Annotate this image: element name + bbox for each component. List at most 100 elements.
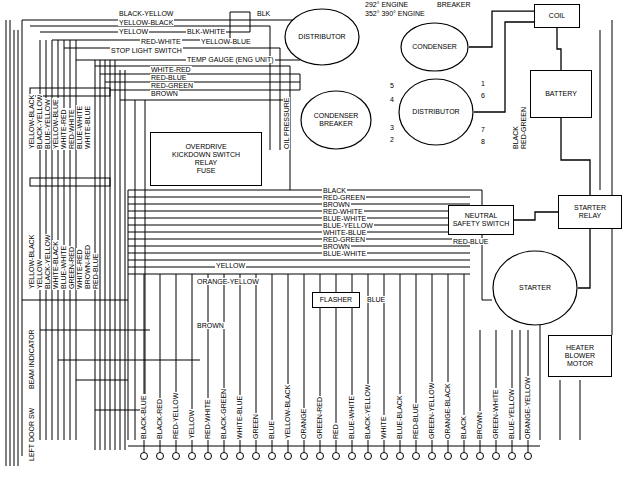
terminal <box>381 453 388 460</box>
component-label: DISTRIBUTOR <box>297 33 346 41</box>
safety-switch: NEUTRAL SAFETY SWITCH <box>448 205 514 235</box>
engine-note-label: 352° 390° ENGINE <box>364 10 426 17</box>
wire-color-label: WHITE-BLACK <box>52 240 59 290</box>
wire-color-label: BROWN <box>322 243 351 250</box>
terminal <box>173 453 180 460</box>
wire-color-label: GREEN-YELLOW <box>428 382 435 440</box>
terminal <box>237 453 244 460</box>
wire-color-label: ORANGE-YELLOW <box>196 278 260 285</box>
component-label: STARTER RELAY <box>561 204 619 220</box>
component-label: KICKDOWN SWITCH <box>171 151 241 159</box>
wire-color-label: YELLOW <box>215 262 246 269</box>
wire-color-label: WHITE-RED <box>150 66 192 73</box>
part-name-label: BEAM INDICATOR <box>28 328 35 390</box>
wire-color-label: BLACK-BLUE <box>140 394 147 440</box>
outline-circle <box>401 23 468 71</box>
wire-color-label: RED-BLUE <box>150 74 187 81</box>
wire-color-label: BLUE <box>268 420 275 440</box>
harness-connector <box>30 178 110 186</box>
distributor: DISTRIBUTOR <box>284 8 360 66</box>
wire-color-label: BLUE-BLACK <box>396 394 403 440</box>
component-label: STARTER <box>518 284 552 292</box>
wire-connector <box>557 28 561 70</box>
wire-color-label: BLACK-YELLOW <box>364 384 371 440</box>
wire-color-label: BLUE-YELLOW <box>322 222 374 229</box>
part-name-label: TEMP GAUGE (ENG UNIT) <box>186 56 275 63</box>
terminal <box>397 453 404 460</box>
terminal <box>301 453 308 460</box>
wire-color-label: BROWN <box>476 411 483 440</box>
terminal-connectors <box>141 453 532 460</box>
wire-color-label: BROWN-RED <box>84 244 91 290</box>
wire-color-label: RED-WHITE <box>322 208 364 215</box>
wire-color-label: YELLOW-BLACK <box>28 94 35 150</box>
wire-connector <box>514 212 558 220</box>
left-wire-bundle <box>6 20 145 466</box>
distributor: CONDENSERBREAKER <box>300 90 372 150</box>
wire-color-label: BROWN <box>150 90 179 97</box>
terminal <box>269 453 276 460</box>
wire-color-label: BLUE <box>366 296 386 303</box>
wire-color-label: WHITE <box>380 415 387 440</box>
wire-color-label: BLUE-WHITE <box>76 105 83 150</box>
wire-color-label: ORANGE <box>300 408 307 440</box>
wire-color-label: BLUE-WHITE <box>322 215 367 222</box>
outline-circle <box>301 91 371 149</box>
wire-color-label: BLACK-RED <box>156 398 163 440</box>
wire-color-label: ORANGE-YELLOW <box>524 376 531 440</box>
terminal <box>221 453 228 460</box>
component-label: CONDENSER <box>313 112 360 120</box>
terminal <box>285 453 292 460</box>
wire-connector <box>578 229 590 288</box>
wire-color-label: GREEN-WHITE <box>492 388 499 440</box>
wire-color-label: YELLOW-BLACK <box>118 19 174 26</box>
wire-color-label: RED-WHITE <box>68 108 75 150</box>
wire-color-label: YELLOW <box>36 259 43 290</box>
terminal-number-label: 7 <box>480 126 486 133</box>
terminal-number-label: 6 <box>480 92 486 99</box>
terminal <box>205 453 212 460</box>
component-label: CONDENSER <box>411 43 458 51</box>
wire-color-label: RED-BLUE <box>452 238 489 245</box>
wire-group <box>6 12 612 466</box>
terminal <box>493 453 500 460</box>
ignition-coil: COIL <box>534 4 580 28</box>
component-label: FUSE <box>196 167 217 175</box>
wire-color-label: RED-GREEN <box>322 236 366 243</box>
wire-color-label: WHITE-BLUE <box>236 395 243 440</box>
wire-connector <box>474 22 534 112</box>
wire-connector <box>469 11 534 47</box>
component-label: COIL <box>548 12 566 20</box>
wire-color-label: BLACK-GREEN <box>220 388 227 440</box>
terminal <box>445 453 452 460</box>
part-name-label: STOP LIGHT SWITCH <box>110 47 183 54</box>
component-label: HEATER BLOWER MOTOR <box>551 344 609 368</box>
terminal <box>365 453 372 460</box>
terminal <box>157 453 164 460</box>
component-label: NEUTRAL SAFETY SWITCH <box>451 212 511 228</box>
component-label: DISTRIBUTOR <box>411 108 460 116</box>
wire-color-label: BLUE-YELLOW <box>44 98 51 150</box>
terminal <box>525 453 532 460</box>
terminal <box>189 453 196 460</box>
wire-color-label: RED-GREEN <box>150 82 194 89</box>
top-wires <box>22 12 300 190</box>
blower-motor: HEATER BLOWER MOTOR <box>548 335 612 377</box>
outline-circle <box>493 251 577 325</box>
terminal <box>317 453 324 460</box>
wire-color-label: YELLOW-BLUE <box>52 98 59 150</box>
terminal-number-label: 3 <box>389 124 395 131</box>
wire-color-label: BLACK-YELLOW <box>118 10 174 17</box>
wire-color-label: BLK <box>256 10 271 17</box>
wire-color-label: YELLOW-BLACK <box>284 384 291 440</box>
wire-color-label: BLUE-WHITE <box>348 395 355 440</box>
wire-color-label: BLACK <box>460 415 467 440</box>
wire-color-label: WHITE-BLUE <box>322 229 367 236</box>
terminal <box>429 453 436 460</box>
wire-color-label: GREEN-RED <box>316 396 323 440</box>
component-label: OVERDRIVE <box>184 143 227 151</box>
bus-wires <box>128 190 470 440</box>
component-label: RELAY <box>194 159 218 167</box>
wire-color-label: WHITE-RED <box>76 248 83 290</box>
